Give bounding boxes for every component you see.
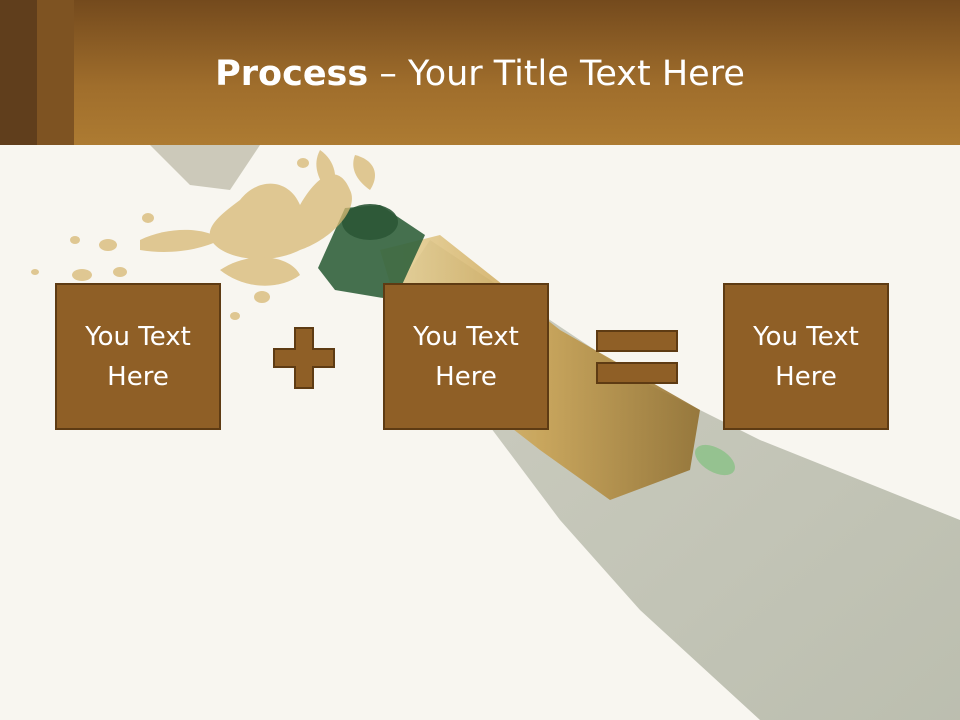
process-box-3-text: You Text Here [753,321,859,392]
title-rest: – Your Title Text Here [368,54,745,94]
header-accent-band-dark [0,0,37,145]
equals-icon [596,330,678,384]
title-bold: Process [215,54,369,94]
process-box-2: You Text Here [383,283,549,430]
title-bar: Process – Your Title Text Here [0,0,960,145]
plus-icon [273,327,335,389]
champagne-bottle-illustration [31,145,960,720]
process-box-1: You Text Here [55,283,221,430]
process-box-3: You Text Here [723,283,889,430]
process-box-2-text: You Text Here [413,321,519,392]
process-box-1-text: You Text Here [85,321,191,392]
slide-title: Process – Your Title Text Here [0,52,960,96]
header-accent-band [37,0,74,145]
